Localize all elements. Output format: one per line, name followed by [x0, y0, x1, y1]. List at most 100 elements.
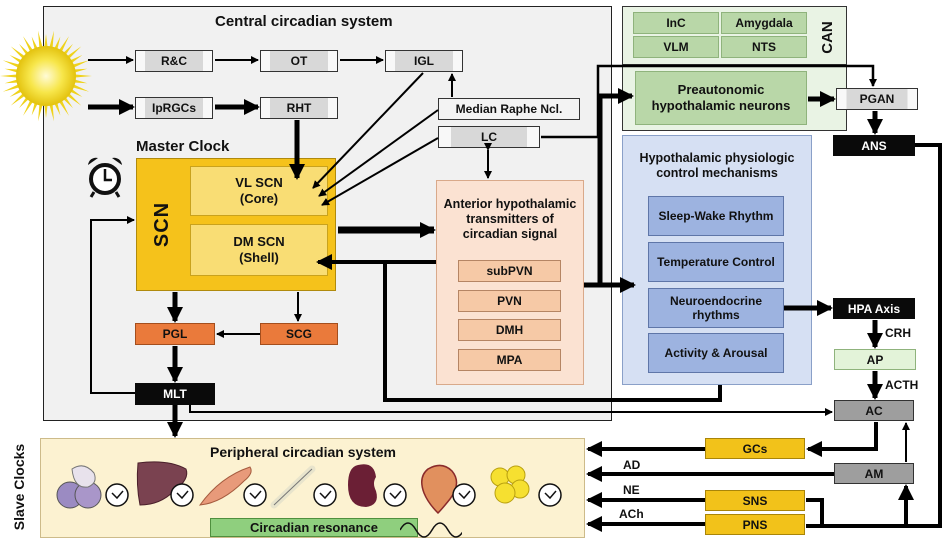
line-sns-join: [806, 498, 824, 526]
dmh-label: DMH: [495, 323, 524, 337]
hypo-item: Temperature Control: [648, 242, 784, 282]
scn-label: SCN: [151, 201, 174, 247]
can-item: Amygdala: [721, 12, 807, 34]
ac-label: AC: [865, 403, 883, 418]
median-raphe-box: Median Raphe Ncl.: [438, 98, 580, 120]
sun-ray: [9, 55, 23, 64]
ac-box: AC: [834, 400, 914, 421]
dm-scn-box: DM SCN (Shell): [190, 224, 328, 276]
sun-ray: [69, 55, 83, 64]
slave-clocks-wrap: Slave Clocks: [2, 444, 36, 530]
blood-cells-icon: [56, 465, 102, 509]
ot-label: OT: [290, 54, 308, 68]
sun-ray: [9, 88, 23, 97]
sun-ray: [31, 36, 39, 51]
pns-box: PNS: [705, 514, 805, 535]
anterior-title-text: Anterior hypothalamic transmitters of ci…: [443, 196, 577, 241]
inc-label: InC: [666, 16, 686, 30]
hypo-item: Neuroendocrine rhythms: [648, 288, 784, 328]
alarm-clock-icon: [88, 157, 122, 198]
clock-icon: [105, 483, 129, 507]
igl-box: IGL: [385, 50, 463, 72]
slave-clocks-label: Slave Clocks: [11, 443, 28, 531]
can-item: InC: [633, 12, 719, 34]
sun-ray: [66, 92, 82, 106]
anterior-item: subPVN: [458, 260, 561, 282]
sun-ray: [0, 74, 19, 78]
hypo-item: Activity & Arousal: [648, 333, 784, 373]
sun-ray: [66, 46, 82, 60]
clock-icon: [313, 483, 337, 507]
am-label: AM: [864, 466, 884, 481]
pgl-box: PGL: [135, 323, 215, 345]
temperature-label: Temperature Control: [657, 255, 775, 269]
hpa-axis-label: HPA Axis: [847, 301, 901, 316]
sun-ray: [49, 103, 54, 122]
muscle-icon: [198, 466, 252, 506]
can-label-wrap: CAN: [812, 20, 842, 54]
sun-ray: [71, 60, 90, 69]
sun-ray: [53, 101, 61, 116]
iprgcs-box: IpRGCs: [135, 97, 213, 119]
pgan-box: PGAN: [836, 88, 918, 110]
crh-label: CRH: [885, 326, 911, 340]
sns-label: SNS: [742, 493, 768, 508]
adipose-icon: [490, 465, 530, 504]
sun-ray: [23, 99, 34, 116]
sun-ray: [2, 60, 21, 69]
dm-scn-sub: (Shell): [239, 250, 279, 265]
arrow-ac-gcs: [806, 422, 878, 457]
rht-box: RHT: [260, 97, 338, 119]
preautonomic-box: Preautonomic hypothalamic neurons: [635, 71, 807, 125]
mpa-label: MPA: [496, 353, 523, 367]
sun-ray: [2, 83, 21, 92]
clock-icon: [170, 483, 194, 507]
peripheral-organs: [56, 461, 562, 515]
gcs-label: GCs: [742, 441, 768, 456]
sun-ray: [73, 74, 92, 78]
rc-label: R&C: [161, 54, 187, 68]
hpa-axis-box: HPA Axis: [833, 298, 915, 319]
anterior-title: Anterior hypothalamic transmitters of ci…: [440, 186, 580, 252]
ot-box: OT: [260, 50, 338, 72]
anterior-item: DMH: [458, 319, 561, 341]
lc-box: LC: [438, 126, 540, 148]
vl-scn-sub: (Core): [239, 191, 279, 206]
sun-ray: [19, 96, 30, 109]
sun-ray: [31, 101, 39, 116]
sns-box: SNS: [705, 490, 805, 511]
hypo-title: Hypothalamic physiologic control mechani…: [628, 140, 806, 192]
ap-label: AP: [866, 352, 884, 367]
sun-ray: [19, 43, 30, 56]
ans-label: ANS: [861, 138, 887, 153]
sun-ray: [62, 96, 73, 109]
master-clock-title: Master Clock: [136, 138, 230, 155]
ne-label: NE: [623, 483, 640, 497]
vlm-label: VLM: [663, 40, 689, 54]
circadian-resonance-label: Circadian resonance: [250, 519, 378, 535]
pns-label: PNS: [742, 517, 768, 532]
sun-ray: [4, 79, 19, 84]
pvn-label: PVN: [497, 294, 522, 308]
clock-icon: [383, 483, 407, 507]
can-item: NTS: [721, 36, 807, 58]
sun-ray: [73, 79, 88, 84]
sun-ray: [44, 103, 48, 118]
gcs-box: GCs: [705, 438, 805, 459]
median-raphe-label: Median Raphe Ncl.: [455, 102, 563, 116]
subpvn-label: subPVN: [486, 264, 533, 278]
sun-ray: [71, 83, 90, 92]
hypo-title-text: Hypothalamic physiologic control mechani…: [639, 151, 795, 180]
rht-label: RHT: [286, 101, 312, 115]
peripheral-title: Peripheral circadian system: [210, 444, 396, 460]
anterior-item: PVN: [458, 290, 561, 312]
scg-label: SCG: [285, 327, 312, 341]
can-divider: [622, 64, 847, 66]
sun-icon: [0, 30, 92, 122]
rc-box: R&C: [135, 50, 213, 72]
nts-label: NTS: [752, 40, 776, 54]
sun-ray: [69, 88, 83, 97]
can-label: CAN: [818, 20, 836, 54]
ad-label: AD: [623, 458, 641, 472]
ans-box: ANS: [833, 135, 915, 156]
